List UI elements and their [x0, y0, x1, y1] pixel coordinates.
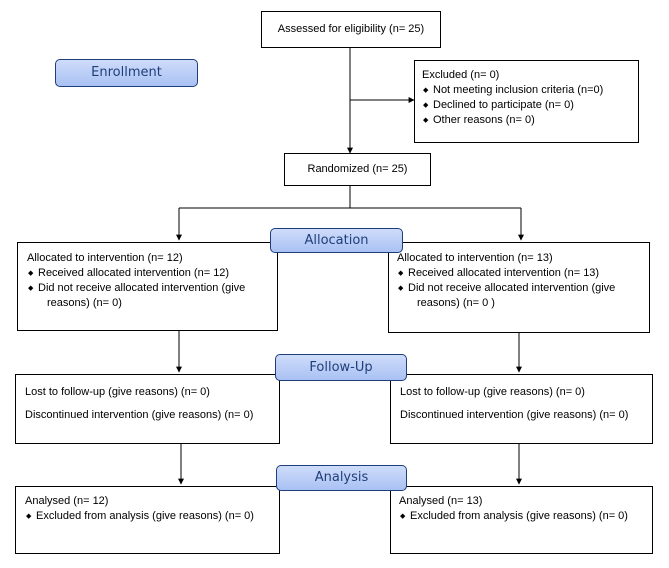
received-right: ◆ Received allocated intervention (n= 13… — [398, 267, 600, 279]
not-received-right: ◆ Did not receive allocated intervention… — [398, 282, 616, 294]
excluded-item: ◆ Declined to participate (n= 0) — [423, 99, 574, 111]
analysis-right-box: Analysed (n= 13) ◆ Excluded from analysi… — [390, 486, 653, 554]
allocated-right-text: Allocated to intervention (n= 13) — [397, 252, 553, 264]
randomized-box: Randomized (n= 25) — [284, 153, 431, 186]
bullet-icon: ◆ — [398, 270, 404, 277]
bullet-icon: ◆ — [398, 285, 404, 292]
bullet-icon: ◆ — [423, 102, 429, 109]
bullet-icon: ◆ — [423, 117, 429, 124]
not-received-right-cont: reasons) (n= 0 ) — [417, 297, 495, 309]
bullet-icon: ◆ — [400, 513, 406, 520]
excluded-analysis-left: ◆ Excluded from analysis (give reasons) … — [26, 510, 254, 522]
lost-right: Lost to follow-up (give reasons) (n= 0) — [400, 386, 585, 398]
stage-followup: Follow-Up — [275, 354, 407, 381]
excluded-box: Excluded (n= 0) ◆ Not meeting inclusion … — [414, 60, 639, 143]
bullet-icon: ◆ — [26, 513, 32, 520]
analysis-left-box: Analysed (n= 12) ◆ Excluded from analysi… — [15, 486, 280, 554]
stage-analysis: Analysis — [276, 465, 407, 491]
received-left: ◆ Received allocated intervention (n= 12… — [28, 267, 230, 279]
allocation-right-box: Allocated to intervention (n= 13) ◆ Rece… — [388, 242, 650, 333]
lost-left: Lost to follow-up (give reasons) (n= 0) — [25, 386, 210, 398]
randomized-text: Randomized (n= 25) — [307, 163, 408, 175]
assessed-box: Assessed for eligibility (n= 25) — [261, 11, 441, 48]
excluded-item: ◆ Not meeting inclusion criteria (n=0) — [423, 84, 604, 96]
followup-right-box: Lost to follow-up (give reasons) (n= 0) … — [390, 374, 653, 444]
excluded-analysis-right: ◆ Excluded from analysis (give reasons) … — [400, 510, 628, 522]
allocated-left-text: Allocated to intervention (n= 12) — [27, 252, 183, 264]
excluded-item: ◆ Other reasons (n= 0) — [423, 114, 535, 126]
not-received-left-cont: reasons) (n= 0) — [47, 297, 122, 309]
bullet-icon: ◆ — [423, 87, 429, 94]
assessed-text: Assessed for eligibility (n= 25) — [277, 23, 425, 35]
not-received-left: ◆ Did not receive allocated intervention… — [28, 282, 246, 294]
analysed-right: Analysed (n= 13) — [399, 495, 483, 507]
stage-enrollment: Enrollment — [55, 59, 198, 87]
discontinued-left: Discontinued intervention (give reasons)… — [25, 409, 254, 421]
analysed-left: Analysed (n= 12) — [25, 495, 109, 507]
bullet-icon: ◆ — [28, 270, 34, 277]
stage-allocation: Allocation — [270, 228, 403, 253]
excluded-title: Excluded (n= 0) — [422, 69, 500, 81]
followup-left-box: Lost to follow-up (give reasons) (n= 0) … — [15, 374, 280, 444]
allocation-left-box: Allocated to intervention (n= 12) ◆ Rece… — [17, 242, 278, 331]
bullet-icon: ◆ — [28, 285, 34, 292]
discontinued-right: Discontinued intervention (give reasons)… — [400, 409, 629, 421]
